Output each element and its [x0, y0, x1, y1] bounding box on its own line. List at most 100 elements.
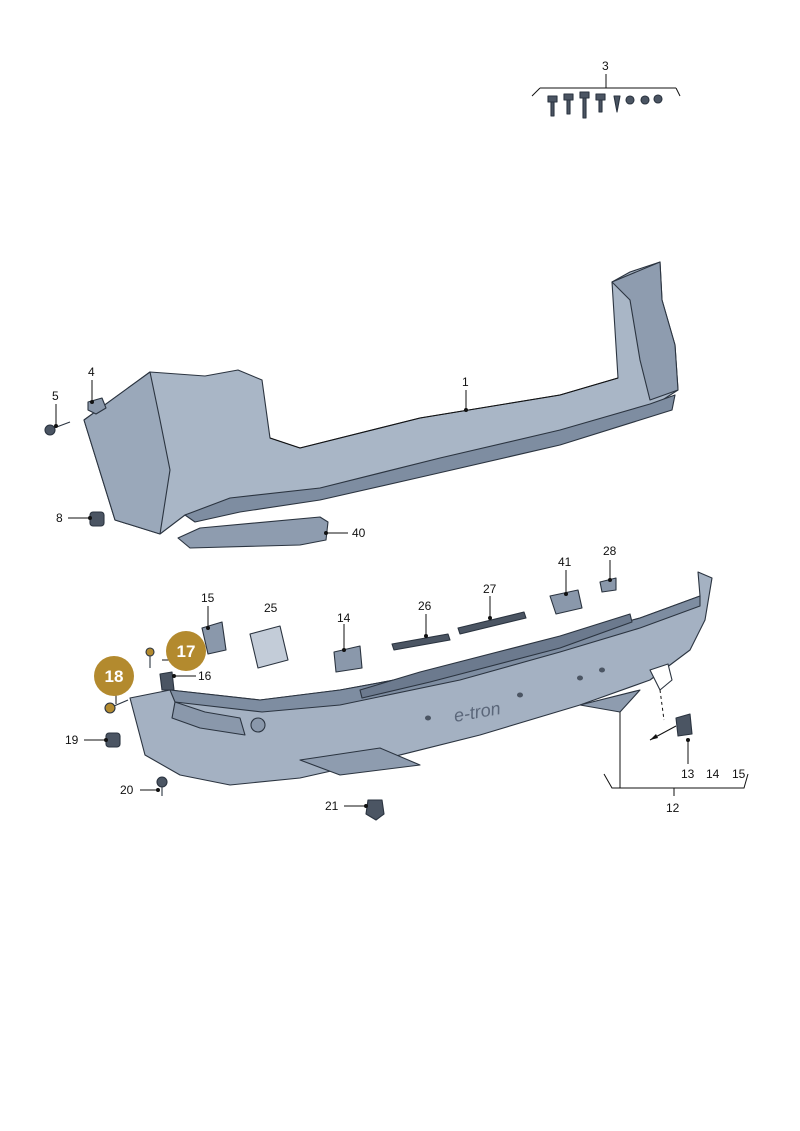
- part-16[interactable]: [159, 671, 175, 691]
- callout-5: 5: [52, 389, 59, 403]
- nut-19[interactable]: [105, 732, 121, 748]
- fastener-4-shank: [598, 99, 603, 113]
- upper-bumper-left-flank: [83, 371, 171, 535]
- upper-bumper-crease: [269, 377, 619, 449]
- screw-18[interactable]: [104, 699, 129, 714]
- leader-13-dashed: [659, 689, 665, 721]
- fastener-6: [625, 95, 635, 105]
- badge-17-circle: [166, 631, 206, 671]
- callout-14-holder: 14: [337, 611, 351, 625]
- screw-20-head: [156, 776, 168, 788]
- fastener-7: [640, 95, 650, 105]
- leader-8-dot: [88, 516, 92, 520]
- screw-5[interactable]: [44, 421, 71, 436]
- callout-labels: 3 1 4 5 8 40 15 25 14 26 27 41 28 16 19 …: [52, 59, 746, 815]
- sensor-hole-4: [599, 667, 605, 673]
- badge-18-text: 18: [105, 667, 124, 686]
- callout-15-set: 15: [732, 767, 746, 781]
- callout-15-bracket: 15: [201, 591, 215, 605]
- clip-21[interactable]: [365, 799, 385, 821]
- callout-21: 21: [325, 799, 339, 813]
- screw-17[interactable]: [145, 647, 155, 668]
- trim-bar-26[interactable]: [391, 633, 451, 651]
- badge-17-text: 17: [177, 642, 196, 661]
- tow-eye-cover-13[interactable]: [675, 713, 693, 737]
- callout-19: 19: [65, 733, 79, 747]
- bracket-41[interactable]: [549, 589, 583, 615]
- fastener-2-shank: [566, 99, 571, 115]
- badge-18-circle: [94, 656, 134, 696]
- leader-21-dot: [364, 804, 368, 808]
- leader-3-left: [531, 87, 541, 97]
- lower-diffuser-right-vent: [579, 689, 641, 713]
- lower-diffuser-top-rail: [169, 595, 701, 713]
- leader-20-dot: [156, 788, 160, 792]
- lower-bumper-diffuser[interactable]: e-tron: [129, 571, 713, 786]
- fastener-5: [613, 95, 621, 113]
- upper-bumper-cover[interactable]: [83, 261, 679, 535]
- leader-5-dot: [54, 424, 58, 428]
- fastener-3: [579, 91, 590, 99]
- upper-bumper-right-flank: [611, 261, 679, 401]
- fastener-1-shank: [550, 101, 555, 117]
- fastener-set-3[interactable]: [547, 91, 663, 119]
- leader-26-dot: [424, 634, 428, 638]
- sensor-hole-3: [577, 675, 583, 681]
- holder-14[interactable]: [333, 645, 363, 673]
- leader-13-arrowhead: [650, 734, 658, 740]
- callout-8: 8: [56, 511, 63, 525]
- trim-strip-40[interactable]: [177, 516, 329, 549]
- leader-4-dot: [90, 400, 94, 404]
- leader-40-dot: [324, 531, 328, 535]
- fastener-3-shank: [582, 97, 587, 119]
- leader-12-bracket: [603, 773, 749, 789]
- callout-41: 41: [558, 555, 572, 569]
- callout-28: 28: [603, 544, 617, 558]
- leader-19-dot: [104, 738, 108, 742]
- leader-15a-dot: [206, 626, 210, 630]
- badge-18[interactable]: 18: [94, 656, 134, 696]
- trim-bar-27[interactable]: [457, 611, 527, 635]
- screw-20[interactable]: [156, 776, 168, 796]
- sensor-hole-left: [250, 717, 266, 733]
- clip-28[interactable]: [599, 577, 617, 593]
- leader-1-dot: [464, 408, 468, 412]
- callout-12: 12: [666, 801, 680, 815]
- upper-bumper-body: [83, 261, 679, 535]
- cover-25[interactable]: [249, 625, 289, 669]
- callout-40: 40: [352, 526, 366, 540]
- fastener-4: [595, 93, 606, 101]
- leader-28-dot: [608, 578, 612, 582]
- leader-41-dot: [564, 592, 568, 596]
- leader-13-dot: [686, 738, 690, 742]
- leader-16-dot: [172, 674, 176, 678]
- lower-diffuser-left-vent: [171, 701, 246, 736]
- fastener-8: [653, 94, 663, 104]
- callout-4: 4: [88, 365, 95, 379]
- leader-3-right: [675, 87, 681, 97]
- fastener-1: [547, 95, 558, 103]
- sensor-hole-1: [425, 715, 431, 721]
- sensor-hole-2: [517, 692, 523, 698]
- screw-18-head: [104, 702, 116, 714]
- fastener-2: [563, 93, 574, 101]
- leader-14a-dot: [342, 648, 346, 652]
- leader-27-dot: [488, 616, 492, 620]
- callout-27: 27: [483, 582, 497, 596]
- callout-14-set: 14: [706, 767, 720, 781]
- screw-17-head: [145, 647, 155, 657]
- screw-18-shank: [113, 699, 129, 707]
- callout-25: 25: [264, 601, 278, 615]
- badge-17[interactable]: 17: [166, 631, 206, 671]
- callout-13: 13: [681, 767, 695, 781]
- screw-5-head: [44, 424, 56, 436]
- callout-16: 16: [198, 669, 212, 683]
- lower-diffuser-insert: [359, 613, 633, 699]
- callout-3: 3: [602, 59, 609, 73]
- callout-1: 1: [462, 375, 469, 389]
- tow-hook-cover-opening: [649, 663, 673, 691]
- nut-8[interactable]: [89, 511, 105, 527]
- upper-bumper-lower-lip: [184, 394, 676, 523]
